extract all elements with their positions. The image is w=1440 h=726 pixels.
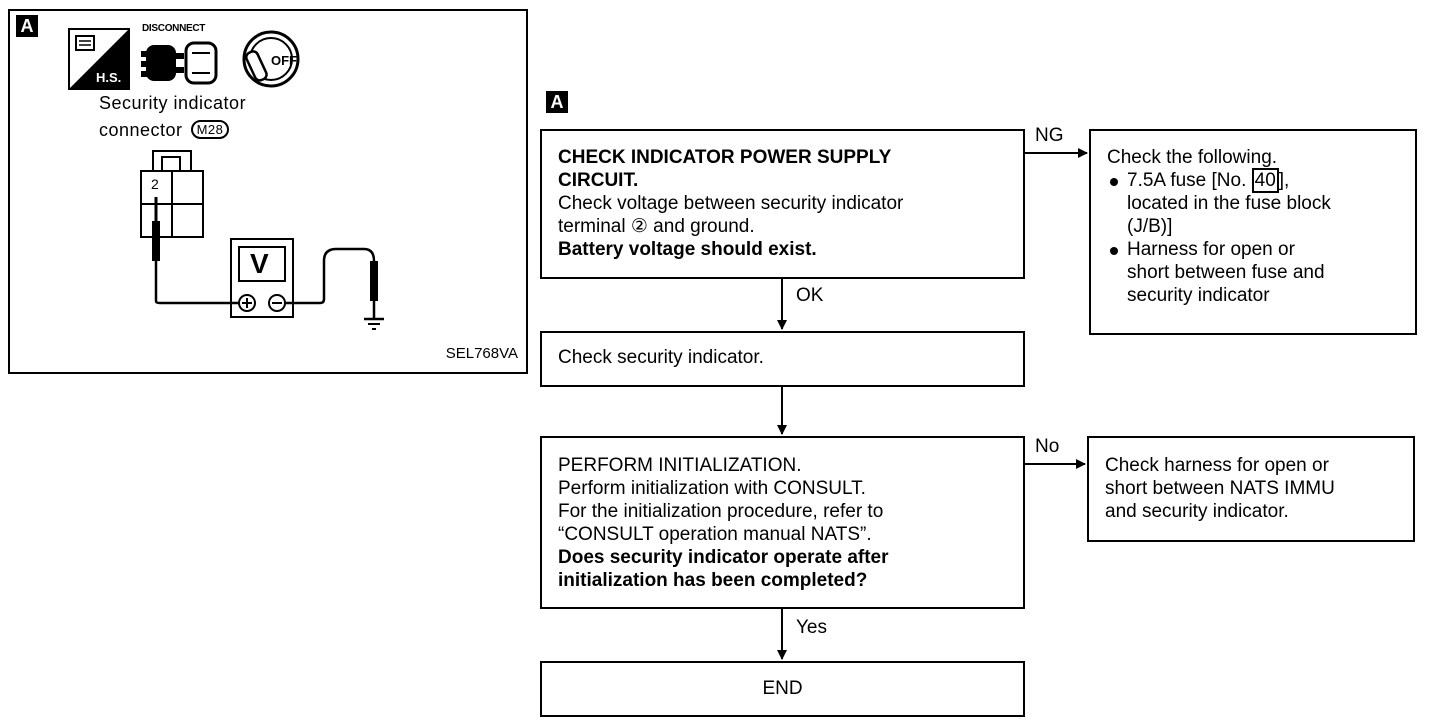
step1-body-line1: Check voltage between security indicator [558, 193, 904, 214]
yes-label: Yes [796, 617, 827, 638]
no-box-line1: Check harness for open or [1105, 455, 1329, 476]
end-text: END [762, 678, 803, 699]
step3-emphasis-line2: initialization has been completed? [558, 570, 868, 591]
ng-item-harness-line2: short between fuse and [1127, 262, 1325, 283]
no-action-box: Check harness for open or short between … [1087, 436, 1415, 542]
no-box-line3: and security indicator. [1105, 501, 1289, 522]
ng-item-fuse-line3: (J/B)] [1127, 216, 1173, 237]
off-label: OFF [271, 53, 297, 68]
no-label: No [1035, 436, 1060, 457]
ng-action-box: Check the following. 7.5A fuse [No. 40],… [1089, 129, 1417, 335]
step1-body-line2: terminal ② and ground. [558, 216, 755, 237]
ng-label: NG [1035, 125, 1064, 146]
ignition-off-icon: OFF [238, 27, 304, 89]
step1-title-line1: CHECK INDICATOR POWER SUPPLY [558, 147, 892, 168]
ng-heading: Check the following. [1107, 147, 1278, 168]
voltmeter-label: V [250, 248, 269, 279]
disconnect-label: DISCONNECT [142, 23, 206, 34]
step3-emphasis-line1: Does security indicator operate after [558, 547, 889, 568]
step3-line2: Perform initialization with CONSULT. [558, 478, 866, 499]
wiring-figure-panel: A H.S. DISCONNECT [8, 9, 528, 374]
ng-item-fuse-line2: located in the fuse block [1127, 193, 1331, 214]
no-box-line2: short between NATS IMMU [1105, 478, 1335, 499]
terminal-number: 2 [151, 176, 159, 192]
figure-tag: A [16, 15, 38, 37]
connector-label-line1: Security indicator [99, 93, 247, 113]
terminal-2-symbol: ② [630, 216, 648, 237]
disconnect-connector-icon [140, 37, 222, 89]
connector-code-badge: M28 [190, 120, 230, 139]
flow-tag: A [546, 91, 568, 113]
step3-line4: “CONSULT operation manual NATS”. [558, 524, 872, 545]
step3-box: PERFORM INITIALIZATION. Perform initiali… [540, 436, 1025, 609]
step3-line1: PERFORM INITIALIZATION. [558, 455, 802, 476]
step1-emphasis: Battery voltage should exist. [558, 239, 817, 260]
fuse-number: 40 [1251, 168, 1279, 193]
step1-title-line2: CIRCUIT. [558, 170, 639, 191]
ok-label: OK [796, 285, 824, 306]
ng-item-harness-line3: security indicator [1127, 285, 1270, 306]
wiring-drawing [140, 150, 384, 330]
step2-text: Check security indicator. [558, 347, 764, 368]
hs-icon: H.S. [68, 28, 130, 90]
step2-box: Check security indicator. [540, 331, 1025, 387]
hs-label: H.S. [96, 70, 122, 85]
end-box: END [540, 661, 1025, 717]
figure-code: SEL768VA [445, 345, 518, 362]
step1-box: CHECK INDICATOR POWER SUPPLY CIRCUIT. Ch… [540, 129, 1025, 279]
ng-item-fuse: 7.5A fuse [No. 40], [1107, 168, 1405, 193]
ng-item-harness: Harness for open or [1107, 238, 1405, 261]
step3-line3: For the initialization procedure, refer … [558, 501, 884, 522]
